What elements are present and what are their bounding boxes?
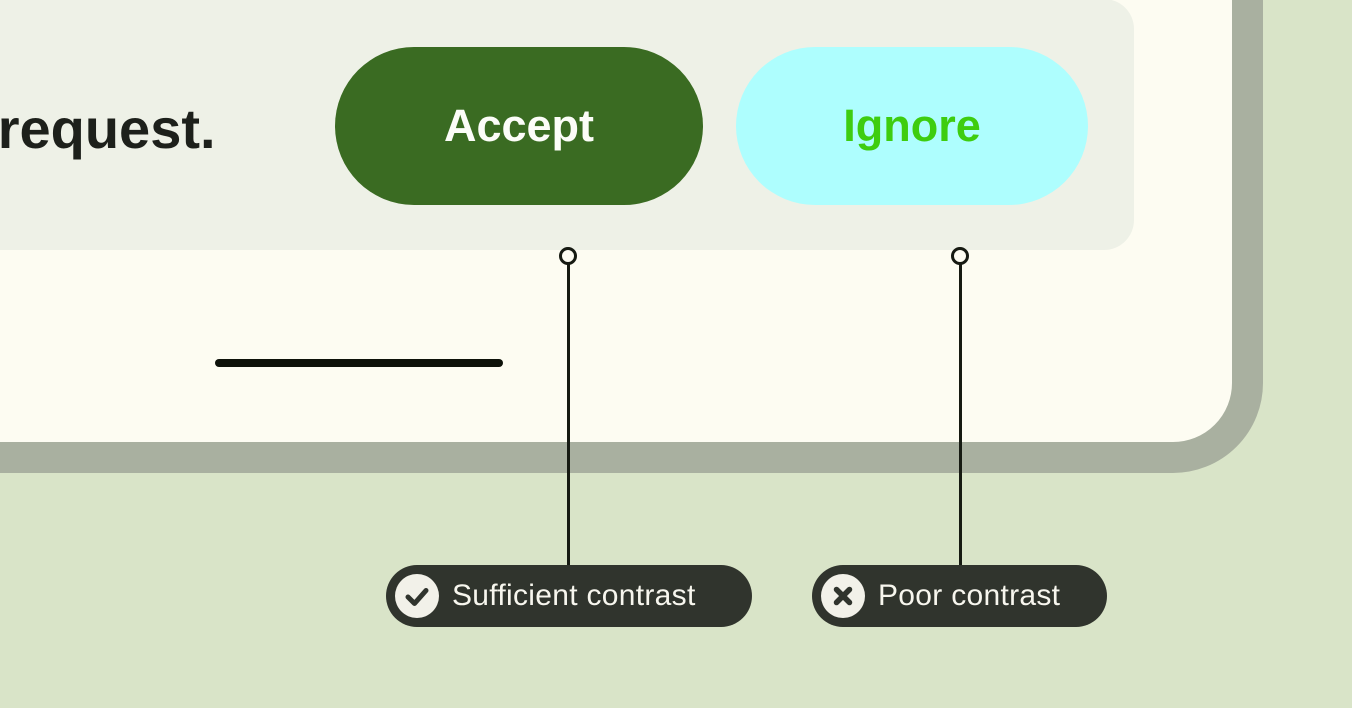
check-circle-icon (395, 574, 439, 618)
annotation-label: Poor contrast (878, 579, 1061, 612)
home-indicator (215, 359, 503, 367)
connector-line-ignore (959, 263, 962, 565)
annotation-pill-sufficient-contrast: Sufficient contrast (386, 565, 752, 627)
connector-anchor-dot-accept (559, 247, 577, 265)
connector-anchor-dot-ignore (951, 247, 969, 265)
x-circle-icon (821, 574, 865, 618)
accept-button[interactable]: Accept (335, 47, 703, 205)
connector-line-accept (567, 263, 570, 565)
message-panel: a request. Accept Ignore (0, 0, 1134, 250)
message-text: a request. (0, 97, 216, 160)
device-card: a request. Accept Ignore (0, 0, 1263, 473)
annotation-label: Sufficient contrast (452, 579, 696, 612)
ignore-button[interactable]: Ignore (736, 47, 1088, 205)
annotation-pill-poor-contrast: Poor contrast (812, 565, 1107, 627)
